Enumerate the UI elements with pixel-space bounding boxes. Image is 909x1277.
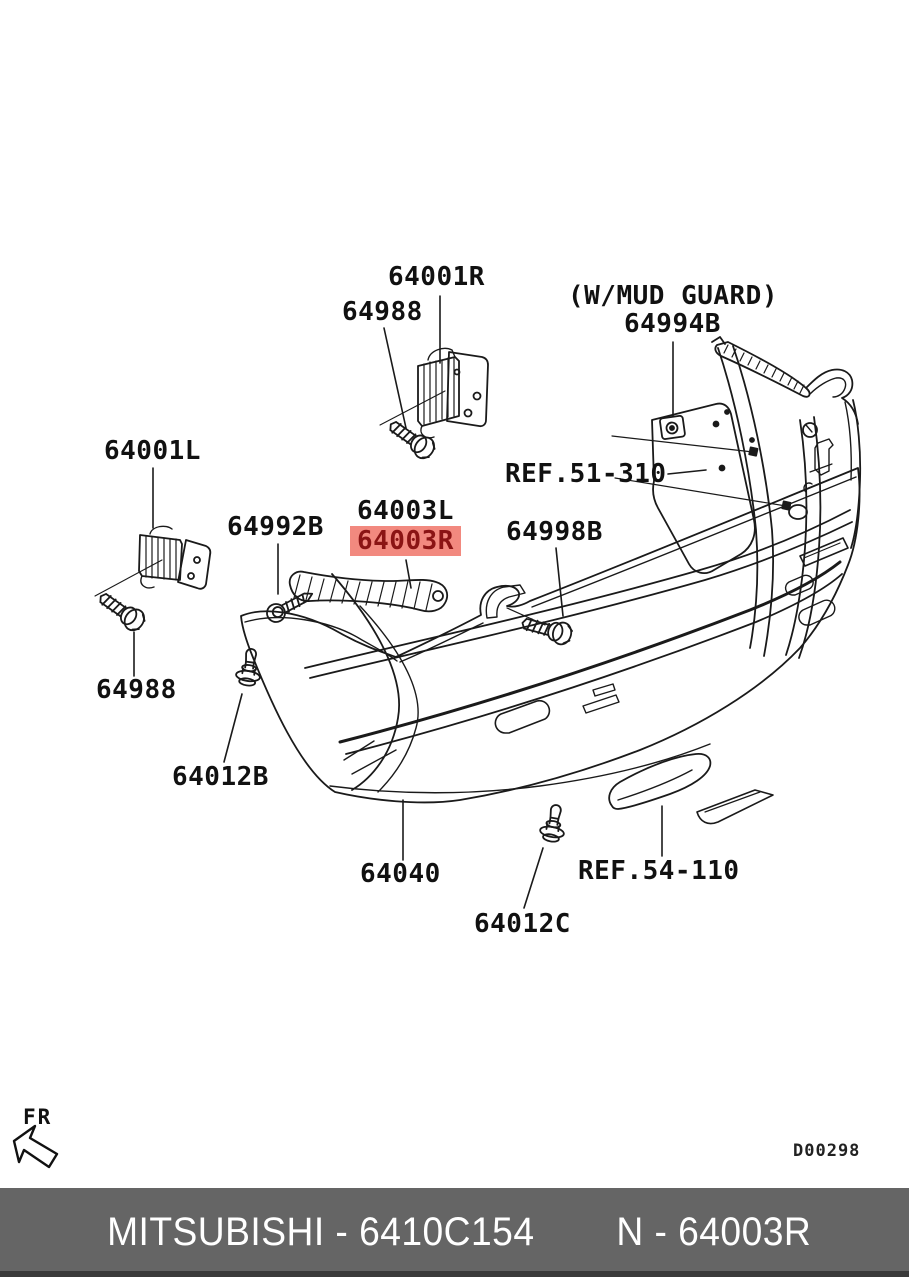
alignment-line	[95, 560, 162, 596]
ref-label-54-110: REF.54-110	[578, 856, 740, 886]
fr-direction-arrow-icon	[14, 1126, 57, 1167]
footer-part-ref: N - 64003R	[615, 1210, 811, 1254]
part-label-64012B: 64012B	[172, 762, 269, 792]
ref-label-51-310: REF.51-310	[505, 459, 667, 489]
part-label-64992B: 64992B	[227, 512, 324, 542]
part-label-64001R: 64001R	[388, 262, 485, 292]
leader-64998B	[556, 548, 563, 616]
garnish-ref-54-110	[609, 754, 773, 824]
leader-64003R	[406, 560, 411, 588]
footer-banner: MITSUBISHI - 6410C154 N - 64003R	[0, 1188, 909, 1277]
part-label-64988-left: 64988	[96, 675, 177, 705]
fr-orientation-label: FR	[23, 1105, 53, 1129]
weatherstrip-hatching	[724, 345, 804, 393]
note-mud-guard: (W/MUD GUARD)	[568, 281, 778, 311]
part-label-64040: 64040	[360, 859, 441, 889]
part-label-64001L: 64001L	[104, 436, 201, 466]
clip-64012C	[537, 802, 570, 845]
footer-brand-part-number: MITSUBISHI - 6410C154	[107, 1210, 535, 1254]
clip-64012B	[233, 646, 265, 688]
part-label-64998B: 64998B	[506, 517, 603, 547]
part-label-64003L: 64003L	[357, 496, 454, 526]
leader-lines	[134, 296, 706, 908]
support-rail-64003	[290, 572, 447, 612]
bracket-64001R	[380, 348, 488, 437]
quarter-panel-structure	[712, 337, 860, 658]
alignment-line	[612, 436, 786, 506]
part-label-64012C: 64012C	[474, 909, 571, 939]
bolt-64988-left	[93, 586, 149, 635]
leader-ref-51-310	[668, 470, 706, 474]
clip-64994B	[660, 415, 686, 439]
mud-guard-panel	[612, 404, 791, 574]
drawing-code: D00298	[793, 1141, 861, 1161]
leader-64012C	[524, 848, 543, 908]
part-label-64994B: 64994B	[624, 309, 721, 339]
leader-64988-top	[384, 328, 406, 428]
part-label-64003R-highlighted: 64003R	[350, 526, 461, 556]
leader-64012B	[224, 694, 242, 762]
rail-hatching	[294, 575, 432, 610]
bracket-64001L	[95, 526, 210, 596]
alignment-line	[380, 391, 445, 425]
bumper-cover-64040	[241, 468, 860, 802]
part-label-64988-top: 64988	[342, 297, 423, 327]
